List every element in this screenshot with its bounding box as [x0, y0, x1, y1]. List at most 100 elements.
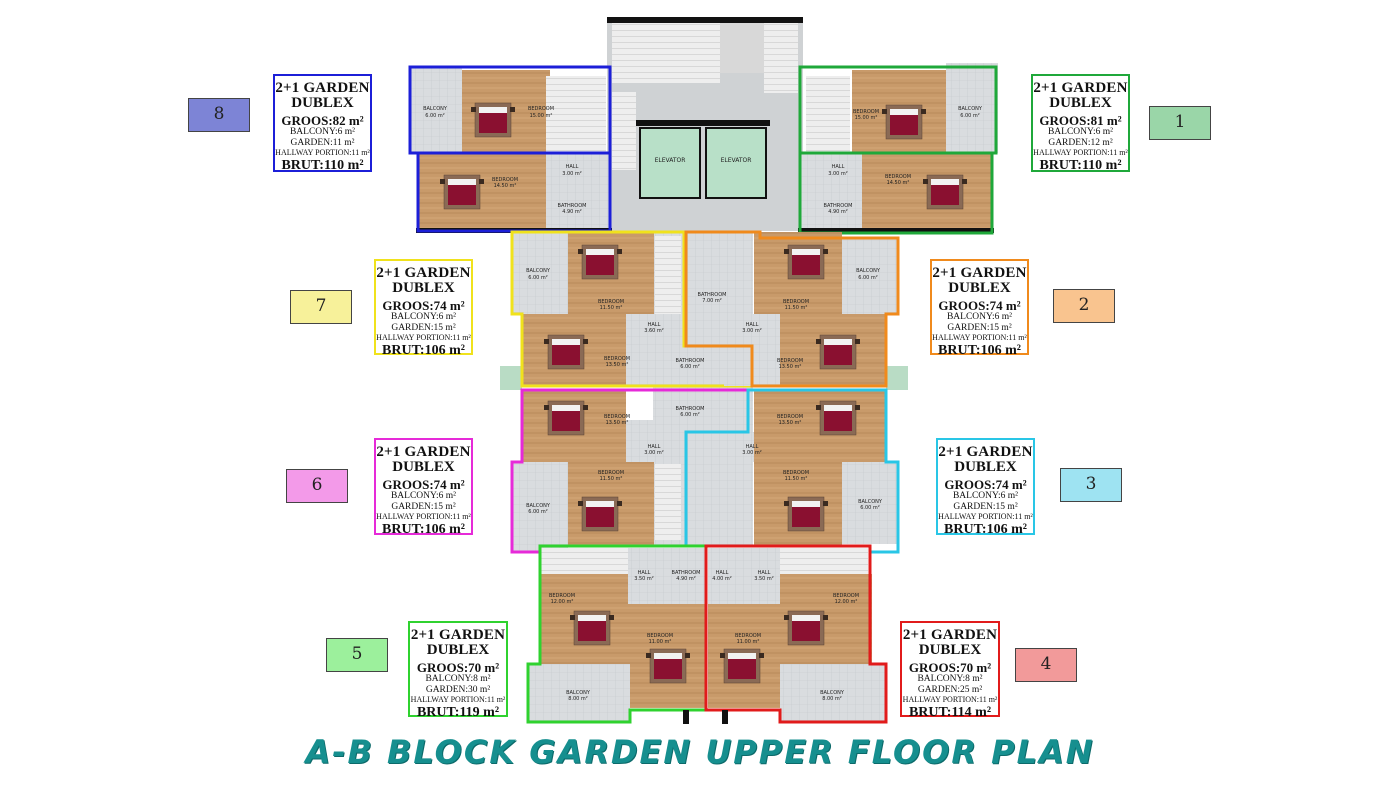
- svg-text:BATHROOM: BATHROOM: [676, 406, 705, 412]
- svg-text:HALL: HALL: [758, 570, 771, 576]
- svg-text:12.00 m²: 12.00 m²: [835, 599, 858, 605]
- unit-5-info-box: 2+1 GARDEN DUBLEX GROOS:70 m² BALCONY:8 …: [408, 621, 508, 720]
- gross-area: GROOS:70 m²: [416, 660, 500, 675]
- svg-text:BEDROOM: BEDROOM: [783, 470, 809, 476]
- svg-text:BEDROOM: BEDROOM: [783, 299, 809, 305]
- unit-type: 2+1 GARDEN: [938, 444, 1033, 460]
- svg-text:15.00 m²: 15.00 m²: [530, 113, 553, 119]
- unit-2-info-box: 2+1 GARDEN DUBLEX GROOS:74 m² BALCONY:6 …: [930, 259, 1029, 358]
- unit-type: 2+1 GARDEN: [932, 265, 1027, 281]
- brut-area: BRUT:119 m²: [416, 705, 500, 720]
- svg-text:11.00 m²: 11.00 m²: [649, 639, 672, 645]
- gross-area: GROOS:74 m²: [382, 298, 465, 313]
- unit-3-info-box: 2+1 GARDEN DUBLEX GROOS:74 m² BALCONY:6 …: [936, 438, 1035, 537]
- unit-subtype: DUBLEX: [392, 280, 455, 296]
- svg-text:HALL: HALL: [638, 570, 651, 576]
- brut-area: BRUT:110 m²: [281, 158, 364, 173]
- unit-1-plan: BALCONY 6.00 m² BEDROOM 15.00 m² BEDROOM…: [798, 63, 998, 235]
- svg-text:BEDROOM: BEDROOM: [492, 177, 518, 183]
- svg-text:13.50 m²: 13.50 m²: [779, 420, 802, 426]
- svg-text:3.00 m²: 3.00 m²: [742, 450, 762, 456]
- unit-type: 2+1 GARDEN: [1033, 80, 1128, 96]
- gross-area: GROOS:81 m²: [1039, 113, 1122, 128]
- elevator-label-left: ELEVATOR: [655, 157, 686, 164]
- gross-area: GROOS:74 m²: [944, 477, 1027, 492]
- unit-6-plan: BEDROOM 13.50 m² BATHROOM 6.00 m² HALL 3…: [510, 388, 750, 554]
- unit-8-number-tag: 8: [188, 98, 250, 132]
- svg-text:HALL: HALL: [716, 570, 729, 576]
- svg-text:BEDROOM: BEDROOM: [833, 593, 859, 599]
- svg-text:4.00 m²: 4.00 m²: [712, 576, 732, 582]
- brut-area: BRUT:106 m²: [382, 522, 465, 537]
- svg-text:HALL: HALL: [648, 322, 661, 328]
- svg-text:3.60 m²: 3.60 m²: [644, 328, 664, 334]
- svg-text:11.00 m²: 11.00 m²: [737, 639, 760, 645]
- svg-text:BEDROOM: BEDROOM: [777, 358, 803, 364]
- garden-area: GARDEN:15 m²: [391, 501, 456, 512]
- hallway-area: HALLWAY PORTION:11 m²: [275, 148, 370, 157]
- svg-text:6.00 m²: 6.00 m²: [860, 505, 880, 511]
- hallway-area: HALLWAY PORTION:11 m²: [376, 512, 471, 521]
- svg-text:15.00 m²: 15.00 m²: [855, 115, 878, 121]
- svg-text:HALL: HALL: [566, 164, 579, 170]
- svg-text:6.00 m²: 6.00 m²: [858, 275, 878, 281]
- unit-subtype: DUBLEX: [918, 642, 982, 658]
- unit-4-info-box: 2+1 GARDEN DUBLEX GROOS:70 m² BALCONY:8 …: [900, 621, 1000, 720]
- balcony-area: BALCONY:6 m²: [289, 127, 356, 137]
- svg-text:BATHROOM: BATHROOM: [672, 570, 701, 576]
- svg-text:13.50 m²: 13.50 m²: [606, 362, 629, 368]
- svg-text:BATHROOM: BATHROOM: [558, 203, 587, 209]
- garden-area: GARDEN:30 m²: [425, 684, 491, 695]
- svg-text:BALCONY: BALCONY: [526, 503, 551, 509]
- hallway-area: HALLWAY PORTION:11 m²: [1033, 148, 1128, 157]
- gross-area: GROOS:82 m²: [281, 113, 364, 128]
- gross-area: GROOS:74 m²: [382, 477, 465, 492]
- svg-text:14.50 m²: 14.50 m²: [494, 183, 517, 189]
- svg-text:BEDROOM: BEDROOM: [647, 633, 673, 639]
- brut-area: BRUT:110 m²: [1039, 158, 1122, 173]
- balcony-area: BALCONY:6 m²: [390, 491, 457, 501]
- brut-area: BRUT:114 m²: [908, 705, 992, 720]
- svg-text:HALL: HALL: [746, 444, 759, 450]
- svg-text:6.00 m²: 6.00 m²: [960, 113, 980, 119]
- svg-text:HALL: HALL: [746, 322, 759, 328]
- svg-text:4.90 m²: 4.90 m²: [676, 576, 696, 582]
- unit-5-number-tag: 5: [326, 638, 388, 672]
- unit-type: 2+1 GARDEN: [275, 80, 370, 96]
- svg-text:12.00 m²: 12.00 m²: [551, 599, 574, 605]
- svg-text:6.00 m²: 6.00 m²: [528, 509, 548, 515]
- svg-text:BEDROOM: BEDROOM: [885, 174, 911, 180]
- svg-text:BEDROOM: BEDROOM: [735, 633, 761, 639]
- balcony-area: BALCONY:6 m²: [390, 312, 457, 322]
- svg-text:11.50 m²: 11.50 m²: [600, 476, 623, 482]
- gross-area: GROOS:70 m²: [908, 660, 992, 675]
- svg-text:8.00 m²: 8.00 m²: [568, 696, 588, 702]
- svg-text:BALCONY: BALCONY: [858, 499, 883, 505]
- unit-type: 2+1 GARDEN: [376, 265, 471, 281]
- svg-text:BATHROOM: BATHROOM: [698, 292, 727, 298]
- unit-7-plan: BALCONY 6.00 m² BEDROOM 11.50 m² BEDROOM…: [510, 230, 752, 388]
- plan-title: A-B BLOCK GARDEN UPPER FLOOR PLAN: [305, 733, 1095, 771]
- svg-text:BEDROOM: BEDROOM: [777, 414, 803, 420]
- svg-text:6.00 m²: 6.00 m²: [528, 275, 548, 281]
- unit-subtype: DUBLEX: [1049, 95, 1112, 111]
- svg-text:8.00 m²: 8.00 m²: [822, 696, 842, 702]
- svg-text:3.00 m²: 3.00 m²: [742, 328, 762, 334]
- brut-area: BRUT:106 m²: [938, 343, 1021, 358]
- svg-text:13.50 m²: 13.50 m²: [779, 364, 802, 370]
- svg-text:11.50 m²: 11.50 m²: [785, 305, 808, 311]
- svg-text:BEDROOM: BEDROOM: [598, 299, 624, 305]
- svg-text:3.00 m²: 3.00 m²: [644, 450, 664, 456]
- unit-7-number-tag: 7: [290, 290, 352, 324]
- unit-6-info-box: 2+1 GARDEN DUBLEX GROOS:74 m² BALCONY:6 …: [374, 438, 473, 537]
- svg-text:7.00 m²: 7.00 m²: [702, 298, 722, 304]
- garden-area: GARDEN:15 m²: [953, 501, 1018, 512]
- unit-subtype: DUBLEX: [291, 95, 354, 111]
- unit-subtype: DUBLEX: [954, 459, 1017, 475]
- unit-8-plan: BALCONY 6.00 m² BEDROOM 15.00 m² BEDROOM…: [408, 65, 612, 233]
- unit-4-plan: BEDROOM 12.00 m² BEDROOM 11.00 m² HALL 4…: [704, 544, 888, 724]
- unit-subtype: DUBLEX: [948, 280, 1011, 296]
- unit-5-plan: BEDROOM 12.00 m² BEDROOM 11.00 m² HALL 3…: [526, 544, 708, 724]
- brut-area: BRUT:106 m²: [944, 522, 1027, 537]
